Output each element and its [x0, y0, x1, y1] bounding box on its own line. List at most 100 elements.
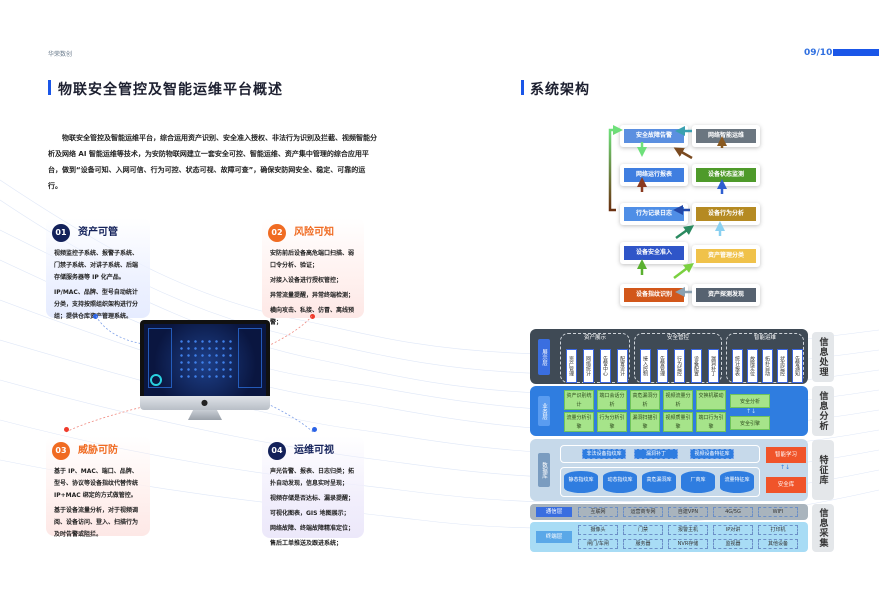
flow-node-label: 网络运行报表 — [624, 168, 684, 182]
device-cell: 监视器 — [713, 539, 753, 549]
flow-node-label: 网络智能运维 — [696, 129, 756, 143]
flow-node: 资产管理分类 — [692, 245, 760, 267]
flow-node-label: 设备安全准入 — [624, 246, 684, 260]
flow-node-label: 行为记录日志 — [624, 207, 684, 221]
network-cell: WIFI — [758, 507, 798, 517]
connector-dot — [93, 314, 98, 319]
device-cell: 门禁 — [623, 525, 663, 535]
card-text: 声光告警、报表、日志归类；拓扑自动发现，信息实时呈现； — [270, 468, 355, 487]
business-layer: 业务层 资产识别统计端口会话分析高危漏洞分析视频流量分析交换机联动流量分析引擎行… — [530, 386, 808, 436]
db-cell: 漏洞补丁 — [634, 449, 678, 459]
display-layer: 展示层 资产展示 安全管控 智能运维 资产管理网络统计告警中心配置设计接入控制告… — [530, 329, 808, 384]
card-text: 安防前后设备高危端口扫描、弱口令分析、验证； — [270, 250, 355, 269]
group-title: 安全管控 — [666, 335, 689, 341]
module-cell: 告警中心 — [600, 349, 611, 383]
engine-cell: 资产识别统计 — [564, 390, 594, 410]
engine-cell: 流量分析引擎 — [564, 412, 594, 432]
business-cell: 安全引擎 — [730, 416, 770, 430]
intro-paragraph: 物联安全管控及智能运维平台，综合运用资产识别、安全准入授权、非法行为识别及拦截、… — [48, 134, 377, 190]
module-cell: 统计报表 — [732, 349, 743, 383]
title-accent-bar — [521, 80, 524, 95]
engine-cell: 视频质量引擎 — [663, 412, 693, 432]
module-cell: 网络统计 — [583, 349, 594, 383]
section-title: 系统架构 — [530, 82, 590, 98]
title-accent-bar — [48, 80, 51, 95]
card-text: 异常流量提醒，异常终端检测； — [270, 292, 355, 299]
module-cell: 漏洞补丁 — [708, 349, 719, 383]
engine-cell: 视频流量分析 — [663, 390, 693, 410]
module-cell: 资产管理 — [566, 349, 577, 383]
engine-cell: 行为分析引擎 — [597, 412, 627, 432]
module-cell: 行为监控 — [674, 349, 685, 383]
group-title: 资产展示 — [583, 335, 606, 341]
flow-node: 设备行为分析 — [692, 203, 760, 225]
connector-dot — [64, 427, 69, 432]
database-cylinder: 静态指纹库 — [564, 471, 598, 493]
module-cell: 故障定位 — [747, 349, 758, 383]
device-cell: NVR存储 — [668, 539, 708, 549]
card-text: 基于 IP、MAC、端口、品牌、型号、协议等设备指纹代替传统 IP+MAC 绑定… — [54, 468, 139, 499]
card-text: 网络故障、终端故障精准定位； — [270, 525, 355, 532]
device-cell: 打印机 — [758, 525, 798, 535]
updown-arrows-icon: ↑↓ — [780, 464, 791, 471]
device-cell: 其他设备 — [758, 539, 798, 549]
page-indicator-bar — [833, 49, 879, 56]
engine-cell: 漏洞扫描引擎 — [630, 412, 660, 432]
module-cell: 接入控制 — [640, 349, 651, 383]
flow-node: 资产探测发现 — [692, 284, 760, 306]
database-cylinder: 动态指纹库 — [603, 471, 637, 493]
card-text: 售后工单推送及跟进系统； — [270, 540, 343, 547]
layer-label: 数据库 — [538, 453, 550, 487]
flow-node-label: 设备行为分析 — [696, 207, 756, 221]
device-cell: 服务器 — [623, 539, 663, 549]
flow-node: 网络智能运维 — [692, 125, 760, 147]
card-title: 威胁可防 — [78, 445, 118, 456]
brand-label: 华荣数创 — [48, 51, 73, 58]
connector-dot — [312, 427, 317, 432]
card-text: 基于设备流量分析，对于视频调阅、设备访问、登入、扫描行为及时告警或阻拦。 — [54, 507, 139, 538]
flow-node: 设备指纹识别 — [620, 284, 688, 306]
layer-label: 通信层 — [536, 507, 572, 517]
flow-node: 网络运行报表 — [620, 164, 688, 186]
device-cell: IP对讲 — [713, 525, 753, 535]
database-cylinder: 流量特征库 — [720, 471, 754, 493]
engine-cell: 端口行为引擎 — [696, 412, 726, 432]
module-cell: 状态监控 — [777, 349, 788, 383]
device-cell: 报警主机 — [668, 525, 708, 535]
layer-label: 终端层 — [536, 531, 572, 543]
flow-node-label: 资产探测发现 — [696, 288, 756, 302]
card-text: IP/MAC、品牌、型号自动统计分类，支持按照组织架构进行分组；提供仓库资产管理… — [54, 289, 139, 320]
flow-node-label: 设备状态监测 — [696, 168, 756, 182]
card-title: 运维可视 — [294, 445, 334, 456]
side-label-analysis: 信息分析 — [812, 386, 834, 436]
module-cell: 告警管理 — [657, 349, 668, 383]
database-layer: 数据库 非法设备指纹库漏洞补丁视频设备特征库静态指纹库动态指纹库高危漏洞库厂商库… — [530, 439, 808, 501]
card-number: 04 — [268, 442, 286, 460]
flow-node-label: 安全故障告警 — [624, 129, 684, 143]
engine-cell: 高危漏洞分析 — [630, 390, 660, 410]
connector-dot — [310, 314, 315, 319]
engine-cell: 交换机联动 — [696, 390, 726, 410]
flow-node: 设备安全准入 — [620, 242, 688, 264]
card-title: 风险可知 — [294, 227, 334, 238]
layer-label: 展示层 — [538, 339, 550, 375]
flow-node: 行为记录日志 — [620, 203, 688, 225]
flow-node-label: 设备指纹识别 — [624, 288, 684, 302]
db-cell: 视频设备特征库 — [690, 449, 734, 459]
flow-node: 设备状态监测 — [692, 164, 760, 186]
flow-node-label: 资产管理分类 — [696, 249, 756, 263]
updown-arrows-icon: ↑↓ — [746, 408, 757, 415]
database-cylinder: 高危漏洞库 — [642, 471, 676, 493]
side-label-processing: 信息处理 — [812, 332, 834, 382]
network-cell: 4G/5G — [713, 507, 753, 517]
group-asset-display: 资产展示 — [560, 333, 630, 383]
device-cell: 闸门/车闸 — [578, 539, 618, 549]
card-text: 对接入设备进行授权管控； — [270, 277, 343, 284]
network-cell: 运营商专网 — [623, 507, 663, 517]
module-cell: 拓扑自动 — [762, 349, 773, 383]
module-cell: 告警通知 — [792, 349, 803, 383]
